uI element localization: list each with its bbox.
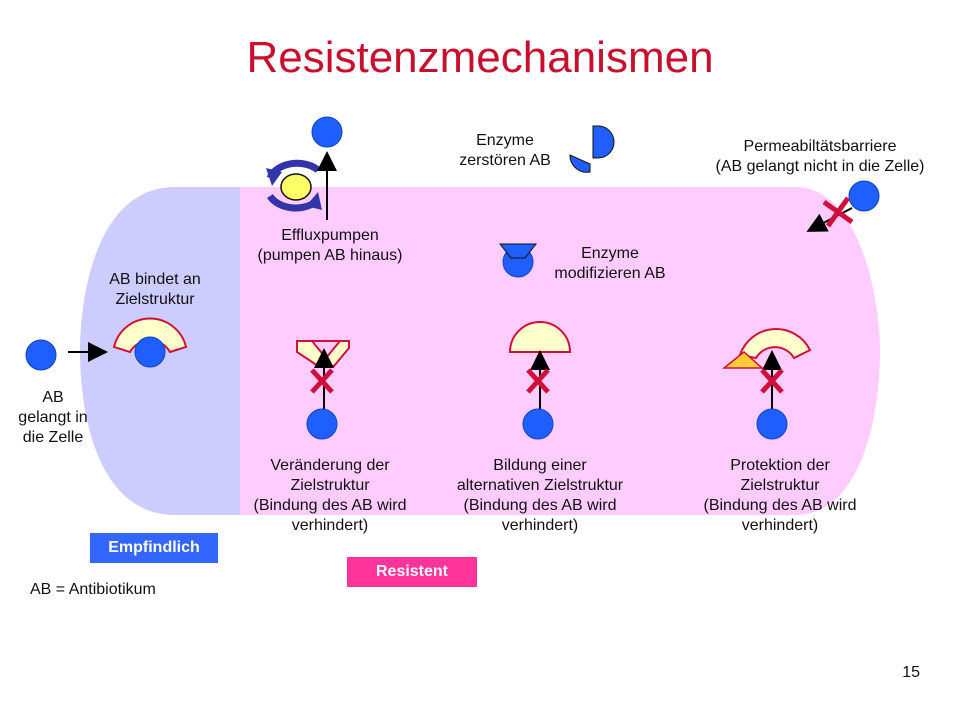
entering-antibiotic <box>25 339 57 371</box>
target-protect-cross-icon <box>760 368 784 394</box>
badge-sensitive: Empfindlich <box>90 533 218 563</box>
label-target-protect: Protektion der Zielstruktur (Bindung des… <box>703 457 857 534</box>
efflux-antibiotic <box>311 116 343 148</box>
label-efflux: Effluxpumpen (pumpen AB hinaus) <box>257 227 403 264</box>
permeability-group <box>806 180 880 232</box>
efflux-pump-group <box>266 116 343 220</box>
enzyme-destroy-group <box>569 125 615 173</box>
destroyed-antibiotic-half-2 <box>569 154 591 173</box>
alt-target-antibiotic <box>522 408 554 440</box>
target-change-cross-icon <box>310 368 334 394</box>
label-enzyme-destroy: Enzyme zerstören AB <box>459 132 551 169</box>
legend-text: AB = Antibiotikum <box>30 581 156 598</box>
alt-target-cross-icon <box>526 368 550 394</box>
label-ab-enters: AB gelangt in die Zelle <box>18 389 88 446</box>
enzyme-modify-group <box>498 243 538 278</box>
protection-protein-icon <box>721 351 764 369</box>
label-enzyme-modify: Enzyme modifizieren AB <box>554 245 666 282</box>
alternative-target <box>508 321 572 353</box>
target-change-group <box>296 340 350 440</box>
enzyme-modifier-icon <box>498 243 538 259</box>
destroyed-antibiotic-half-1 <box>592 125 615 159</box>
badge-resistant: Resistent <box>347 557 477 587</box>
permeability-cross-icon <box>822 196 854 228</box>
label-ab-binds: AB bindet an Zielstruktur <box>109 271 201 308</box>
label-target-change: Veränderung der Zielstruktur (Bindung de… <box>253 457 407 534</box>
label-alt-target: Bildung einer alternativen Zielstruktur … <box>456 457 624 534</box>
protected-target <box>738 328 812 360</box>
target-protect-antibiotic <box>756 408 788 440</box>
permeability-antibiotic <box>848 180 880 212</box>
target-change-antibiotic <box>306 408 338 440</box>
efflux-pump-icon <box>280 173 312 201</box>
alt-target-group <box>508 321 572 440</box>
target-protect-group <box>721 328 812 440</box>
page-title: Resistenzmechanismen <box>246 33 714 82</box>
label-permeability: Permeabiltätsbarriere (AB gelangt nicht … <box>715 138 925 175</box>
page-number: 15 <box>902 664 920 681</box>
bound-antibiotic <box>134 336 166 368</box>
sensitive-group <box>25 317 188 371</box>
